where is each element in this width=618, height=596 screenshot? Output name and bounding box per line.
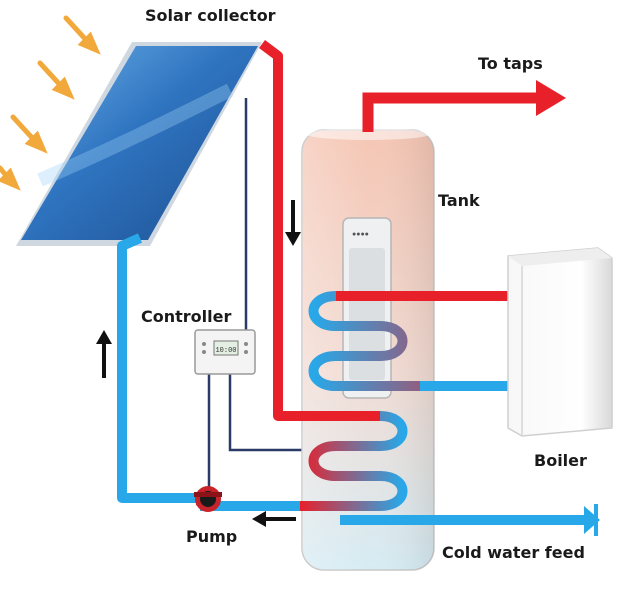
hot-outlet-pipe	[362, 80, 566, 132]
tank-logo-icon: ●●●●	[352, 231, 369, 238]
to-taps-label: To taps	[478, 54, 543, 73]
storage-tank: ●●●●	[301, 128, 435, 571]
solar-collector-label: Solar collector	[145, 6, 276, 25]
boiler-label: Boiler	[534, 451, 587, 470]
controller-label: Controller	[141, 307, 232, 326]
cold-water-feed-pipe	[340, 504, 600, 536]
tank-label: Tank	[438, 191, 480, 210]
boiler-coil	[308, 291, 510, 391]
flow-arrow-icon	[96, 200, 301, 527]
pump-icon	[194, 486, 222, 512]
solar-collector-panel	[16, 42, 262, 246]
controller-wires	[207, 98, 318, 492]
controller-icon: 10:00	[194, 329, 256, 375]
cold-return-pipe	[117, 233, 200, 503]
sun-rays-icon	[0, 15, 101, 191]
pump-label: Pump	[186, 527, 238, 546]
boiler	[507, 247, 613, 437]
controller-display: 10:00	[215, 347, 236, 355]
cold-water-feed-label: Cold water feed	[442, 543, 585, 562]
